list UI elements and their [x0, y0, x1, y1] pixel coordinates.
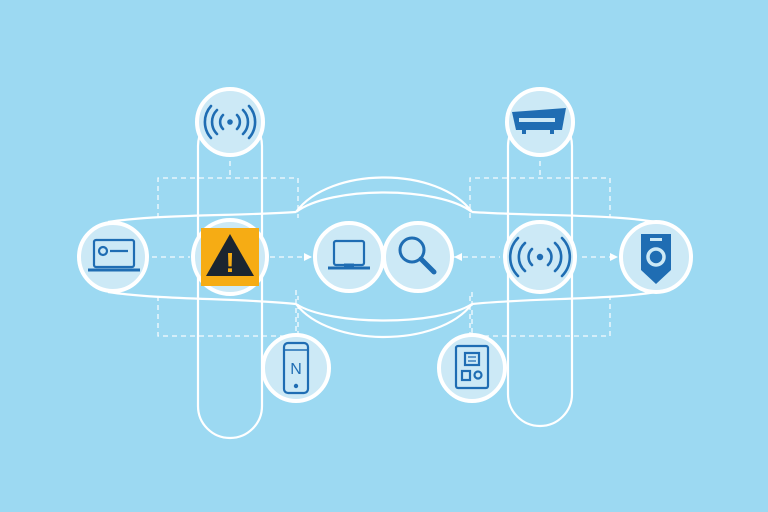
arrow-head — [454, 253, 462, 261]
node-circle — [382, 221, 454, 293]
warning-node[interactable]: ! — [191, 218, 269, 296]
warning-glyph: ! — [225, 247, 234, 278]
wifi-signal-icon — [508, 236, 572, 278]
arrow-head — [304, 253, 312, 261]
node-circle — [77, 221, 149, 293]
magnifier-icon — [398, 236, 437, 275]
laptop-icon — [328, 239, 370, 270]
card-reader-node[interactable] — [437, 333, 507, 403]
node-circle — [313, 221, 385, 293]
network-switch-icon — [512, 108, 566, 134]
arrow-head — [610, 253, 618, 261]
dashed-left-box — [157, 177, 299, 337]
card-reader-icon — [454, 344, 490, 390]
wifi-signal-icon — [203, 104, 257, 140]
center-lens-bottom — [295, 303, 473, 338]
laptop-center-node[interactable] — [313, 221, 385, 293]
warning-icon — [206, 234, 254, 276]
shield-icon — [641, 234, 671, 284]
band-left-bottom — [107, 290, 297, 306]
band-right-top — [471, 210, 657, 224]
laptop-icon — [88, 238, 140, 272]
node-circle — [261, 333, 331, 403]
laptop-left-node[interactable] — [77, 221, 149, 293]
wifi-right-node[interactable] — [503, 220, 577, 294]
band-right-bottom — [471, 290, 657, 306]
center-lens — [295, 176, 473, 213]
network-switch-node[interactable] — [505, 87, 575, 157]
center-lens-bottom-inner — [295, 303, 473, 322]
nfc-label: N — [290, 361, 302, 378]
nfc-phone-node[interactable]: N — [261, 333, 331, 403]
search-node[interactable] — [382, 221, 454, 293]
wifi-top-node[interactable] — [195, 87, 265, 157]
shield-node[interactable] — [619, 220, 693, 294]
band-left-top — [107, 210, 297, 224]
dashed-right-box — [469, 177, 611, 337]
nfc-phone-icon: N — [282, 341, 310, 395]
